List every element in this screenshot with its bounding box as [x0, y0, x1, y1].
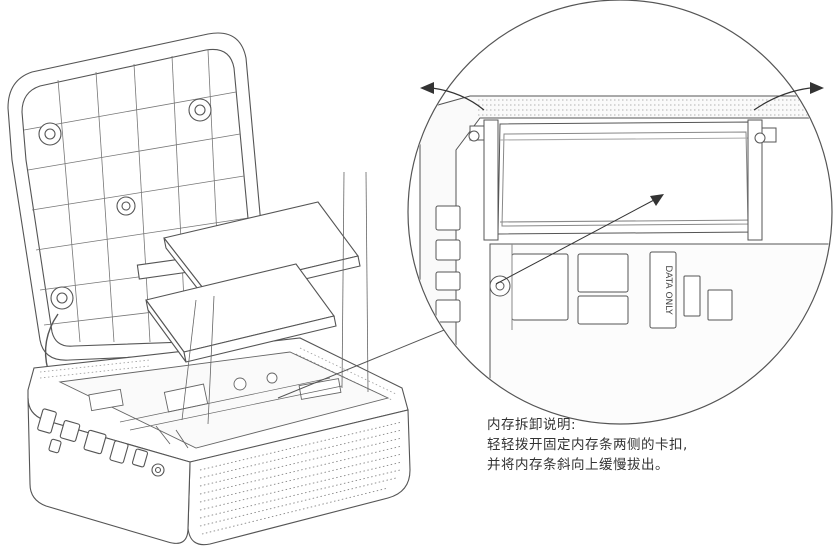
zoom-detail: DATA ONLY	[407, 0, 833, 425]
release-arrow-right	[753, 87, 811, 111]
removal-guide-lines	[181, 171, 369, 425]
release-arrow-left-head	[420, 82, 434, 94]
lid-screw-boss-center	[116, 196, 136, 216]
zoom-left-latch	[468, 119, 499, 241]
device-base	[27, 337, 411, 546]
instructions-line-2: 并将内存条斜向上缓慢拔出。	[487, 457, 669, 473]
release-arrow-left	[431, 87, 485, 111]
zoom-module-label: DATA ONLY	[663, 265, 673, 315]
lid-screw-boss-top-left	[38, 122, 62, 146]
pull-direction-line	[495, 199, 655, 285]
release-arrow-right-head	[810, 82, 824, 94]
pull-direction-arrow-head	[650, 194, 664, 206]
ram-modules-exploded	[145, 171, 369, 425]
zoom-right-latch	[747, 119, 777, 241]
lid-screw-boss-top-right	[188, 98, 212, 122]
motherboard	[58, 351, 390, 449]
instructions-line-1: 轻轻拨开固定内存条两侧的卡扣,	[487, 437, 688, 453]
io-ports	[37, 408, 165, 477]
instructions-heading: 内存拆卸说明:	[487, 417, 577, 433]
ram-module-lower	[145, 263, 337, 363]
vent-grille-front	[199, 421, 403, 535]
lid-screw-boss-bottom-left	[50, 286, 74, 310]
zoom-ram-module	[497, 121, 757, 235]
removal-instructions: 内存拆卸说明: 轻轻拨开固定内存条两侧的卡扣, 并将内存条斜向上缓慢拔出。	[487, 415, 688, 475]
zoom-board-components	[489, 244, 733, 330]
